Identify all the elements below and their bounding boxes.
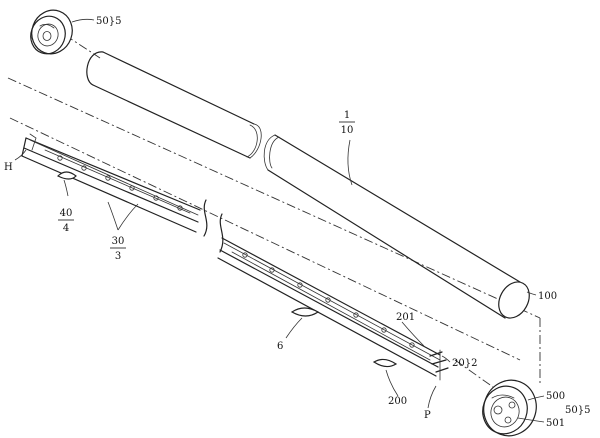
label-40-top: 40	[60, 208, 73, 219]
label-30-bottom: 3	[115, 251, 121, 262]
reference-labels: 50}5 1 10 100 H 40 4 30 3 6 201 20}2 200…	[4, 16, 590, 429]
label-tube-top: 1	[344, 110, 350, 121]
label-board-201: 201	[396, 312, 415, 323]
label-tube-bottom: 10	[341, 125, 354, 136]
label-heat-sink: H	[4, 162, 13, 173]
label-board-200: 200	[388, 396, 407, 407]
label-point-p: P	[424, 410, 431, 421]
mounting-clips	[56, 171, 398, 368]
centerlines	[7, 34, 541, 393]
label-40-bottom: 4	[63, 223, 69, 234]
label-cap-500: 500	[546, 391, 565, 402]
label-end-cap-top: 50}5	[96, 16, 121, 27]
leader-lines	[14, 18, 545, 423]
label-cap-501: 501	[546, 418, 565, 429]
label-board-202: 20}2	[452, 358, 477, 369]
label-30-top: 30	[112, 236, 125, 247]
end-cap-bottom	[482, 379, 537, 437]
end-cap-top	[30, 9, 73, 55]
label-bracket-6: 6	[277, 341, 283, 352]
tube-body	[86, 51, 530, 319]
label-tube-end: 100	[538, 291, 557, 302]
light-strip-assembly	[21, 133, 449, 381]
label-cap-505: 50}5	[565, 405, 590, 416]
